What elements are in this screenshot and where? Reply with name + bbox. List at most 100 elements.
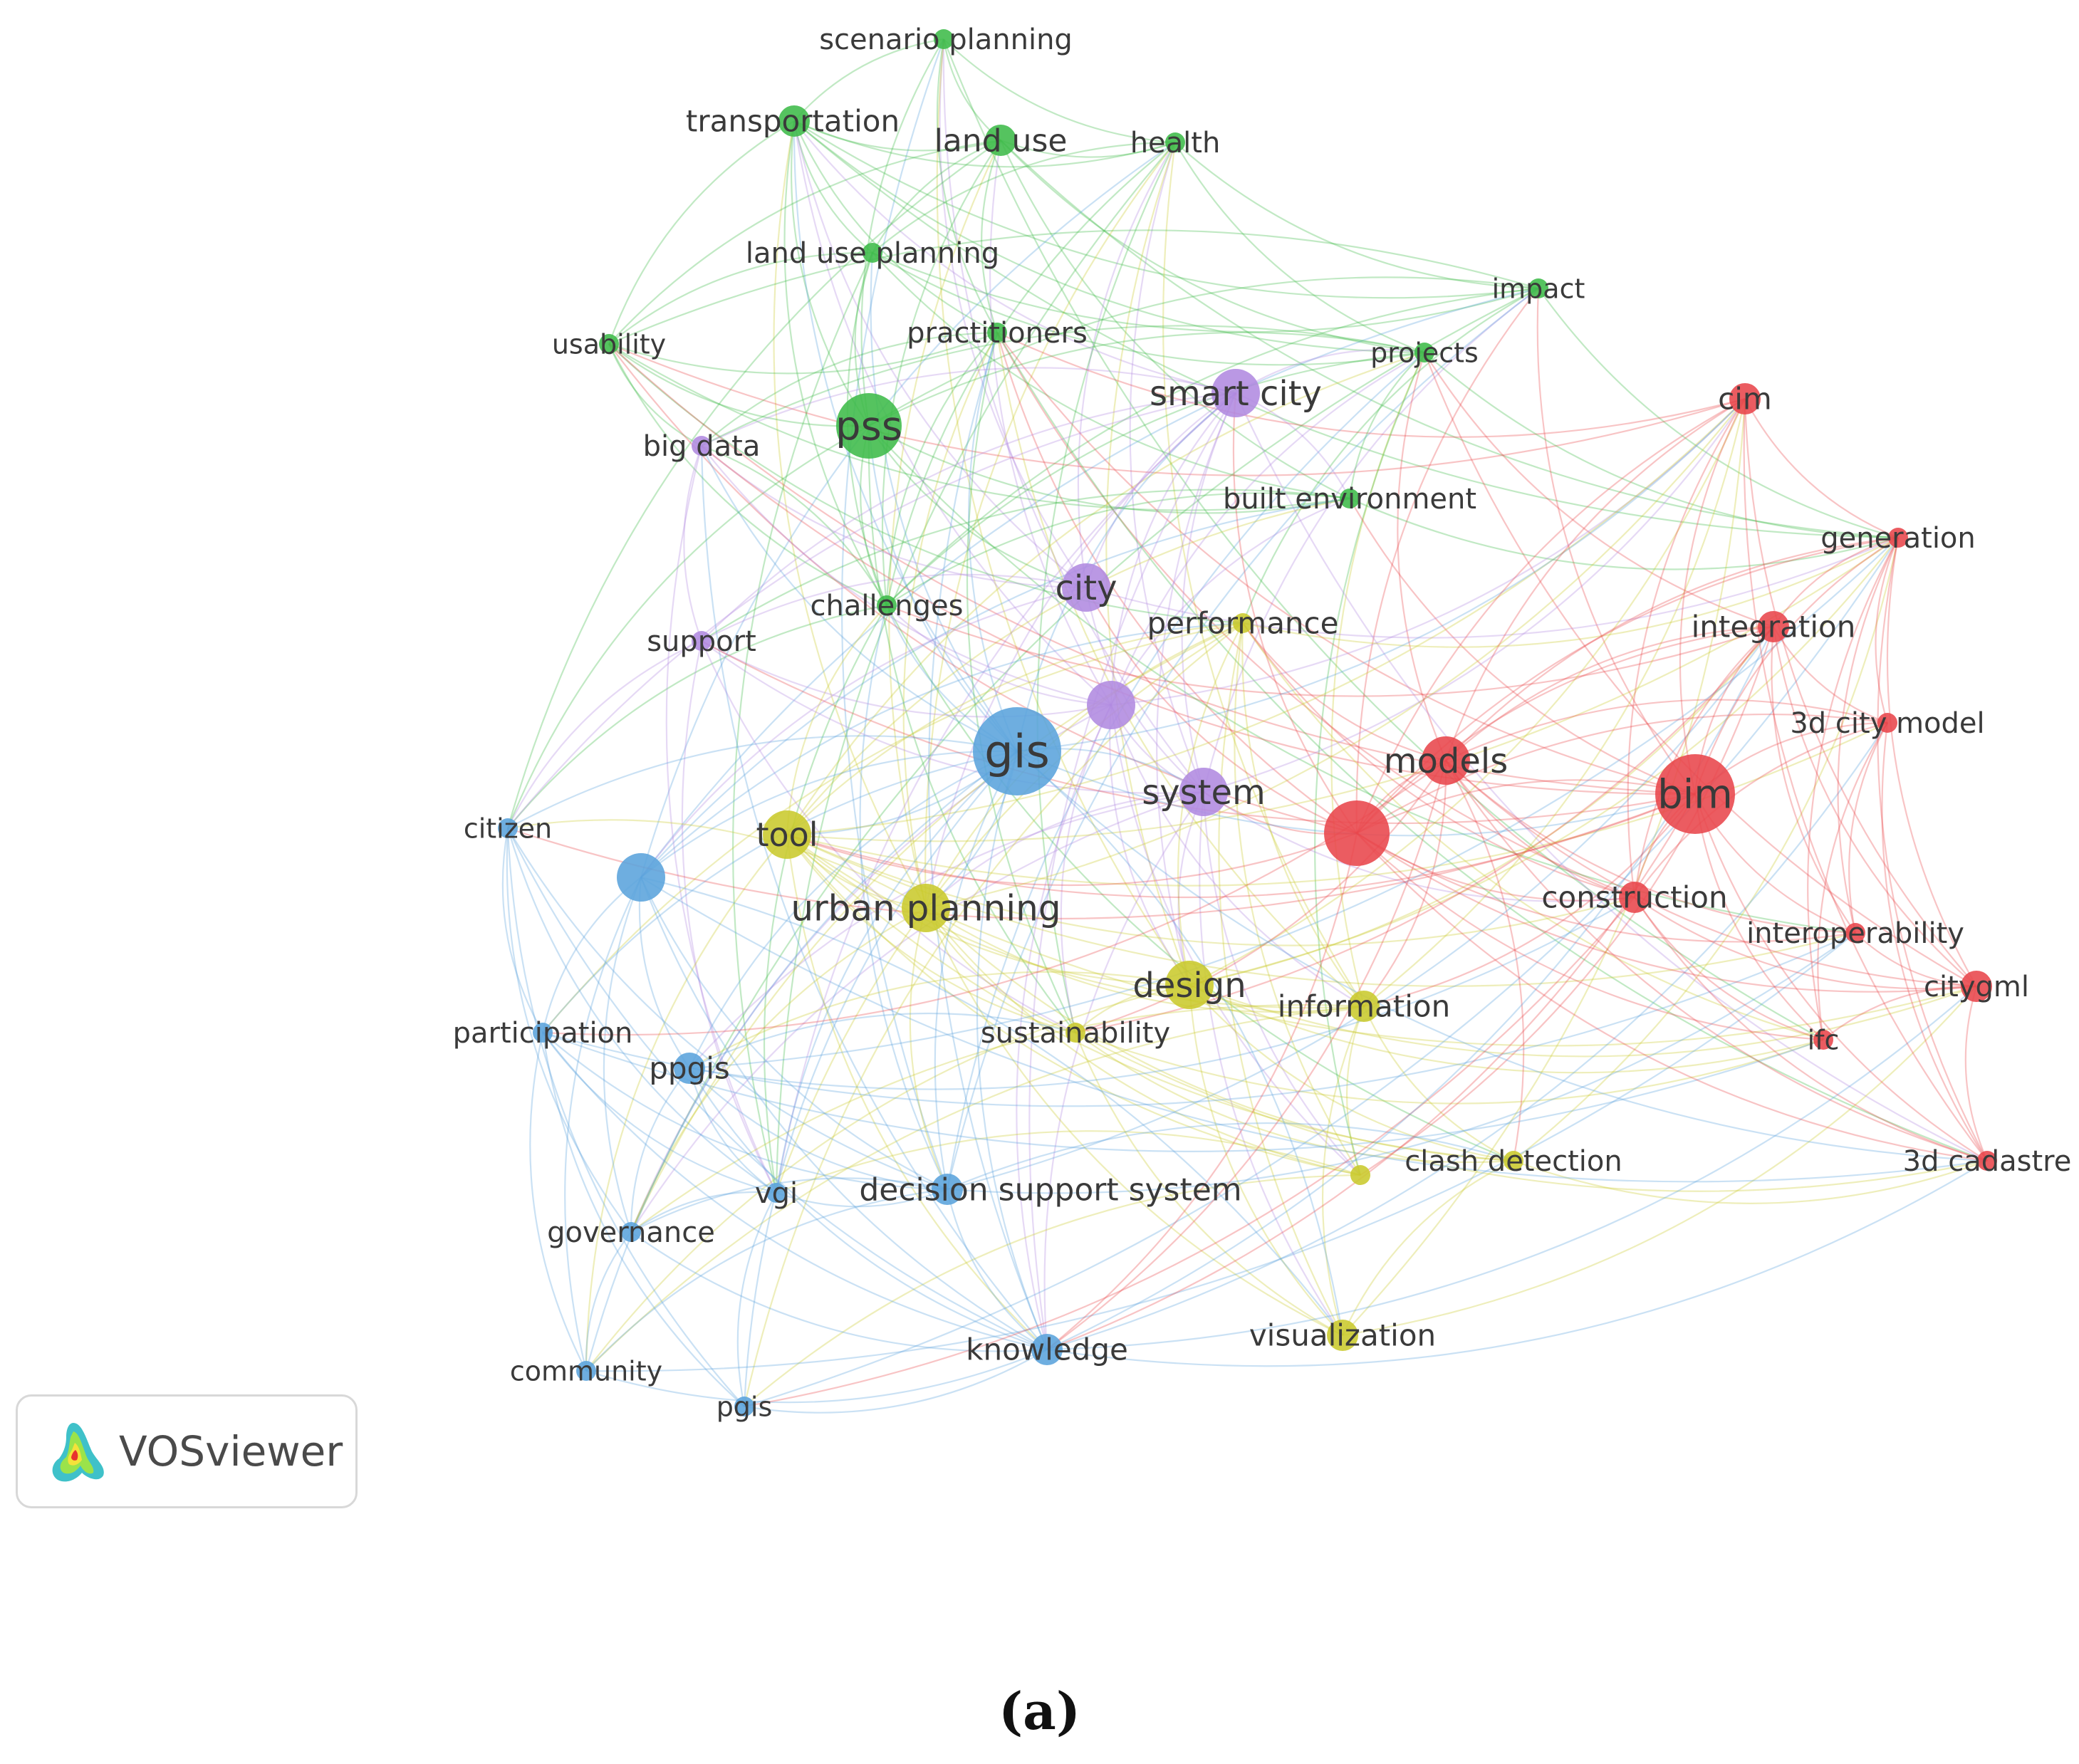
edge-integration-citygml bbox=[1772, 626, 1977, 987]
node-information[interactable] bbox=[1348, 991, 1380, 1022]
node-models[interactable] bbox=[1422, 736, 1470, 785]
node-design[interactable] bbox=[1165, 961, 1214, 1009]
edge-system-design bbox=[1177, 791, 1205, 986]
node-bim[interactable] bbox=[1655, 754, 1735, 834]
label-support: support bbox=[647, 625, 756, 658]
node-3d-cadastre[interactable] bbox=[1977, 1151, 1997, 1171]
node-projects[interactable] bbox=[1414, 343, 1434, 362]
edge-smart-city-vgi bbox=[775, 392, 1236, 1194]
node-tool[interactable] bbox=[763, 810, 811, 859]
node-ifc[interactable] bbox=[1813, 1030, 1833, 1050]
node-gis[interactable] bbox=[973, 707, 1061, 795]
edge-community-interoperability bbox=[585, 932, 1856, 1372]
node-city[interactable] bbox=[1062, 563, 1110, 612]
edge-participation-knowledge bbox=[542, 1032, 1048, 1351]
node-visualization[interactable] bbox=[1327, 1320, 1358, 1351]
node-practitioners[interactable] bbox=[987, 323, 1007, 343]
edges-layer bbox=[501, 38, 1989, 1414]
edge-big-data-city bbox=[701, 445, 1087, 589]
node-land-use-planning[interactable] bbox=[863, 243, 882, 263]
edge-urban-planning-citizen bbox=[507, 819, 927, 909]
node-decision-support-system[interactable] bbox=[932, 1174, 963, 1205]
edge-cim-3d-cadastre bbox=[1743, 398, 1988, 1162]
node-citygml[interactable] bbox=[1961, 971, 1992, 1002]
edge-smart-city-system bbox=[1181, 392, 1237, 793]
edge-system-cim bbox=[1203, 398, 1746, 793]
node-integration[interactable] bbox=[1758, 611, 1789, 642]
node-usability[interactable] bbox=[599, 334, 619, 354]
node-cim[interactable] bbox=[1729, 383, 1761, 414]
edge-built-environment-challenges bbox=[886, 492, 1350, 606]
node-participation[interactable] bbox=[533, 1023, 553, 1043]
edge-blue-hub-decision-support-system bbox=[640, 877, 948, 1190]
edge-big-data-gis bbox=[701, 445, 1018, 753]
node-challenges[interactable] bbox=[877, 595, 897, 615]
node-3d-city-model[interactable] bbox=[1877, 713, 1897, 733]
node-pgis[interactable] bbox=[734, 1397, 754, 1416]
edge-smart-city-purple-hub bbox=[1110, 392, 1236, 706]
node-purple-hub[interactable] bbox=[1087, 681, 1135, 729]
node-impact[interactable] bbox=[1528, 278, 1548, 298]
edge-3d-city-model-3d-cadastre bbox=[1881, 722, 1988, 1162]
edge-projects-built-environment bbox=[1348, 352, 1425, 499]
node-knowledge[interactable] bbox=[1031, 1334, 1063, 1365]
node-system[interactable] bbox=[1179, 768, 1228, 816]
label-citygml: citygml bbox=[1924, 971, 2029, 1003]
node-big-data[interactable] bbox=[692, 436, 712, 456]
edge-gis-cim bbox=[1016, 398, 1746, 753]
node-performance[interactable] bbox=[1233, 613, 1253, 633]
edge-transportation-land-use-planning bbox=[793, 120, 873, 254]
edge-projects-citygml bbox=[1423, 352, 1977, 987]
node-ppgis[interactable] bbox=[674, 1053, 705, 1084]
edge-citizen-governance bbox=[506, 828, 632, 1233]
edge-gis-participation bbox=[542, 750, 1018, 1033]
edge-impact-system bbox=[1202, 288, 1539, 793]
edge-usability-pss bbox=[608, 343, 870, 427]
label-models: models bbox=[1384, 741, 1508, 781]
edge-scenario-planning-transportation bbox=[793, 38, 944, 122]
edge-projects-challenges bbox=[886, 351, 1425, 606]
node-pss[interactable] bbox=[836, 393, 902, 459]
node-governance[interactable] bbox=[621, 1222, 641, 1242]
edge-land-use-planning-usability bbox=[608, 251, 873, 345]
label-bim: bim bbox=[1657, 772, 1733, 818]
edge-smart-city-citizen bbox=[507, 392, 1236, 829]
node-blue-hub[interactable] bbox=[617, 853, 665, 902]
node-scenario-planning[interactable] bbox=[934, 29, 954, 49]
node-support[interactable] bbox=[692, 631, 712, 651]
node-smart-city[interactable] bbox=[1212, 369, 1260, 417]
node-yellow-dot[interactable] bbox=[1350, 1165, 1370, 1185]
edge-projects-purple-hub bbox=[1110, 352, 1425, 706]
label-land-use: land use bbox=[934, 122, 1068, 159]
node-sustainability[interactable] bbox=[1065, 1023, 1085, 1043]
node-community[interactable] bbox=[576, 1361, 596, 1381]
edge-built-environment-tool bbox=[786, 497, 1350, 835]
edge-projects-information bbox=[1330, 352, 1425, 1007]
node-land-use[interactable] bbox=[985, 125, 1016, 156]
edge-system-urban-planning bbox=[925, 790, 1204, 909]
edge-citizen-pgis bbox=[506, 828, 745, 1407]
node-vgi[interactable] bbox=[766, 1183, 786, 1203]
node-health[interactable] bbox=[1165, 132, 1185, 152]
edge-sustainability-models bbox=[1075, 760, 1447, 1034]
node-red-hub[interactable] bbox=[1324, 800, 1390, 866]
edge-gis-decision-support-system bbox=[934, 751, 1018, 1190]
node-transportation[interactable] bbox=[778, 105, 810, 137]
edge-support-vgi bbox=[681, 640, 777, 1194]
node-generation[interactable] bbox=[1888, 528, 1908, 548]
label-health: health bbox=[1130, 127, 1221, 160]
node-built-environment[interactable] bbox=[1340, 489, 1360, 508]
node-urban-planning[interactable] bbox=[902, 884, 950, 932]
node-interoperability[interactable] bbox=[1845, 923, 1865, 943]
edge-usability-practitioners bbox=[608, 331, 998, 375]
node-construction[interactable] bbox=[1619, 882, 1650, 913]
edge-transportation-generation bbox=[793, 120, 1899, 539]
node-clash-detection[interactable] bbox=[1504, 1151, 1523, 1171]
edge-bim-3d-cadastre bbox=[1694, 793, 1988, 1162]
edge-built-environment-bim bbox=[1349, 498, 1696, 795]
edge-design-clash-detection bbox=[1189, 984, 1514, 1162]
vosviewer-badge: VOSviewer bbox=[16, 1394, 358, 1508]
node-citizen[interactable] bbox=[498, 818, 518, 838]
edge-support-purple-hub bbox=[701, 640, 1112, 718]
edge-pss-gis bbox=[867, 425, 1018, 752]
